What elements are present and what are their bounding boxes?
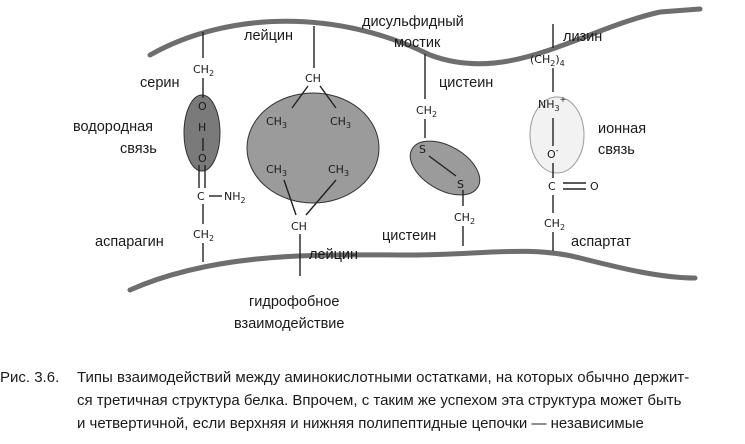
chem-serine-h: H	[198, 121, 206, 134]
label-disulfide-1: дисульфидный	[362, 14, 464, 30]
chem-asparagine-nh2: NH2	[224, 190, 246, 205]
chem-leucine-ch3-2: CH3	[330, 115, 351, 130]
chem-aspartate-o: O	[590, 180, 599, 193]
chem-aspartate-o-minus: O-	[547, 146, 559, 161]
protein-interactions-diagram: серин водородная связь аспарагин лейцин …	[73, 6, 703, 332]
chem-asparagine-ch2: CH2	[193, 228, 214, 243]
chem-serine-o: O	[198, 100, 207, 113]
chem-cysteine-top-ch2: CH2	[416, 104, 437, 119]
chem-aspartate-c: C	[548, 180, 556, 193]
chem-lysine-nh3: NH3+	[538, 95, 566, 113]
label-hydrophobic-2: взаимодействие	[234, 316, 344, 332]
caption-line: ся третичная структура белка. Впрочем, с…	[77, 392, 682, 409]
label-leucine-top: лейцин	[244, 28, 293, 44]
chem-serine-ch2: CH2	[193, 63, 214, 78]
caption-line: и четвертичной, если верхняя и нижняя по…	[77, 415, 644, 432]
bonds	[198, 24, 586, 276]
label-cysteine-top: цистеин	[439, 75, 493, 91]
chem-asparagine-c: C	[197, 190, 205, 203]
label-ionic-bond-2: связь	[598, 142, 635, 158]
chem-lysine-ch2-4: (CH2)4	[530, 53, 565, 68]
ionic-bond-ellipse	[529, 96, 585, 174]
chem-cysteine-s1: S	[419, 143, 426, 156]
label-disulfide-2: мостик	[394, 35, 441, 51]
bottom-polypeptide-chain	[127, 248, 698, 293]
label-ionic-bond-1: ионная	[598, 121, 646, 137]
label-leucine-bottom: лейцин	[309, 247, 358, 263]
chem-leucine-ch3-3: CH3	[266, 163, 287, 178]
chem-asparagine-o: O	[198, 152, 207, 165]
label-serine: серин	[140, 75, 180, 91]
top-polypeptide-chain	[147, 6, 703, 67]
label-aspartate: аспартат	[571, 234, 631, 250]
chem-leucine-top-ch: CH	[305, 72, 321, 85]
label-asparagine: аспарагин	[95, 234, 164, 250]
chem-leucine-ch3-1: CH3	[266, 115, 287, 130]
chem-leucine-ch3-4: CH3	[328, 163, 349, 178]
chem-cysteine-s2: S	[457, 178, 464, 191]
caption-label: Рис. 3.6.	[0, 369, 60, 386]
chem-cysteine-bottom-ch2: CH2	[454, 211, 475, 226]
chem-aspartate-ch2: CH2	[544, 217, 565, 232]
label-cysteine-bottom: цистеин	[382, 228, 436, 244]
label-hydrogen-bond-2: связь	[120, 141, 157, 157]
hydrogen-bond-ellipse	[183, 94, 221, 172]
label-hydrogen-bond-1: водородная	[73, 119, 153, 135]
caption-line: Типы взаимодействий между аминокислотным…	[77, 369, 690, 386]
label-lysine: лизин	[563, 29, 602, 45]
label-hydrophobic-1: гидрофобное	[249, 294, 339, 310]
hydrophobic-ellipse	[246, 92, 380, 204]
chem-leucine-bottom-ch: CH	[291, 220, 307, 233]
